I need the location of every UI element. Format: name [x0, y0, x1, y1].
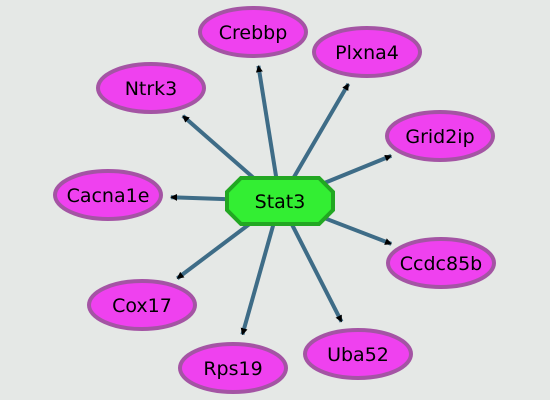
node-label-ntrk3: Ntrk3 — [125, 78, 178, 100]
node-ccdc85b[interactable]: Ccdc85b — [386, 237, 496, 289]
edge-stat3-ntrk3 — [181, 114, 267, 190]
node-crebbp[interactable]: Crebbp — [198, 6, 308, 58]
edge-stat3-crebbp — [255, 65, 279, 182]
node-cacna1e[interactable]: Cacna1e — [53, 169, 163, 221]
node-uba52[interactable]: Uba52 — [303, 328, 413, 380]
node-ntrk3[interactable]: Ntrk3 — [96, 62, 206, 114]
hub-octagon-shape — [225, 176, 335, 226]
node-label-uba52: Uba52 — [327, 344, 389, 366]
node-label-plxna4: Plxna4 — [335, 42, 399, 64]
nodes-layer: CrebbpPlxna4Ntrk3Grid2ipCacna1eCcdc85bCo… — [53, 6, 496, 394]
node-shape-uba52 — [303, 328, 413, 380]
edge-stat3-uba52 — [287, 217, 344, 323]
node-rps19[interactable]: Rps19 — [178, 342, 288, 394]
node-label-crebbp: Crebbp — [219, 22, 288, 44]
edge-stat3-plxna4 — [288, 82, 351, 185]
node-shape-cox17 — [87, 279, 197, 331]
node-stat3[interactable]: Stat3 — [225, 176, 335, 226]
node-shape-ccdc85b — [386, 237, 496, 289]
node-plxna4[interactable]: Plxna4 — [312, 26, 422, 78]
node-shape-ntrk3 — [96, 62, 206, 114]
node-label-ccdc85b: Ccdc85b — [400, 253, 482, 275]
node-label-rps19: Rps19 — [203, 358, 262, 380]
node-shape-rps19 — [178, 342, 288, 394]
node-label-stat3: Stat3 — [255, 191, 306, 213]
node-shape-plxna4 — [312, 26, 422, 78]
node-shape-crebbp — [198, 6, 308, 58]
node-label-cacna1e: Cacna1e — [67, 185, 150, 207]
node-label-cox17: Cox17 — [112, 295, 172, 317]
node-shape-grid2ip — [385, 110, 495, 162]
node-label-grid2ip: Grid2ip — [405, 126, 474, 148]
node-grid2ip[interactable]: Grid2ip — [385, 110, 495, 162]
node-shape-cacna1e — [53, 169, 163, 221]
edge-stat3-rps19 — [240, 219, 277, 336]
node-cox17[interactable]: Cox17 — [87, 279, 197, 331]
